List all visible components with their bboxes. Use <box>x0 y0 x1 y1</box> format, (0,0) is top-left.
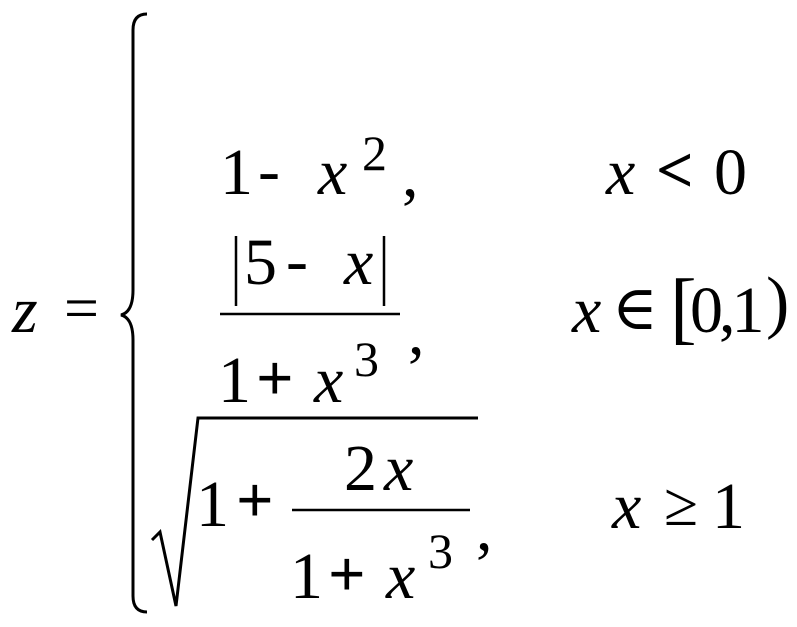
case2-numerator-variable: x <box>344 226 374 299</box>
case3-condition-variable: x <box>612 470 642 543</box>
case3-condition-operator: ≥ <box>664 471 699 539</box>
case1-one: 1 <box>220 136 253 209</box>
case3-numerator-variable: x <box>384 432 414 505</box>
case1-minus: - <box>258 134 280 207</box>
case3-comma: , <box>476 492 493 565</box>
case3-denominator-plus: + <box>328 538 366 611</box>
case3-radical-sign <box>150 416 478 607</box>
case3-plus: + <box>236 464 274 537</box>
equals-sign: = <box>64 275 99 343</box>
case2-comma: , <box>408 296 425 369</box>
case3-numerator-two: 2 <box>344 432 377 505</box>
case3-condition-value: 1 <box>712 470 745 543</box>
case2-denominator-variable: x <box>314 344 344 417</box>
left-brace <box>120 12 148 614</box>
case1-comma: , <box>402 138 419 211</box>
case2-condition-open-bracket: [ <box>670 264 697 352</box>
case3-one: 1 <box>196 468 229 541</box>
case2-denominator-exponent: 3 <box>354 331 379 387</box>
case2-denominator-one: 1 <box>218 344 251 417</box>
case2-numerator-five: 5 <box>244 226 277 299</box>
case2-condition-value: 0,1 <box>690 274 764 347</box>
case1-exponent: 2 <box>362 125 387 181</box>
case2-condition-element-of: ∈ <box>612 275 658 343</box>
case2-numerator-minus: - <box>286 224 308 297</box>
case3-denominator-one: 1 <box>290 540 323 613</box>
lhs-variable: z <box>12 274 38 347</box>
case3-denominator-variable: x <box>386 540 416 613</box>
case1-condition-value: 0 <box>714 136 747 209</box>
case2-denominator-plus: + <box>256 342 294 415</box>
case1-condition-variable: x <box>606 136 636 209</box>
case3-denominator-exponent: 3 <box>428 523 453 579</box>
case1-variable: x <box>318 136 348 209</box>
case2-condition-close-paren: ) <box>766 264 790 341</box>
case2-condition-variable: x <box>572 274 602 347</box>
case1-condition-operator: < <box>656 134 694 207</box>
